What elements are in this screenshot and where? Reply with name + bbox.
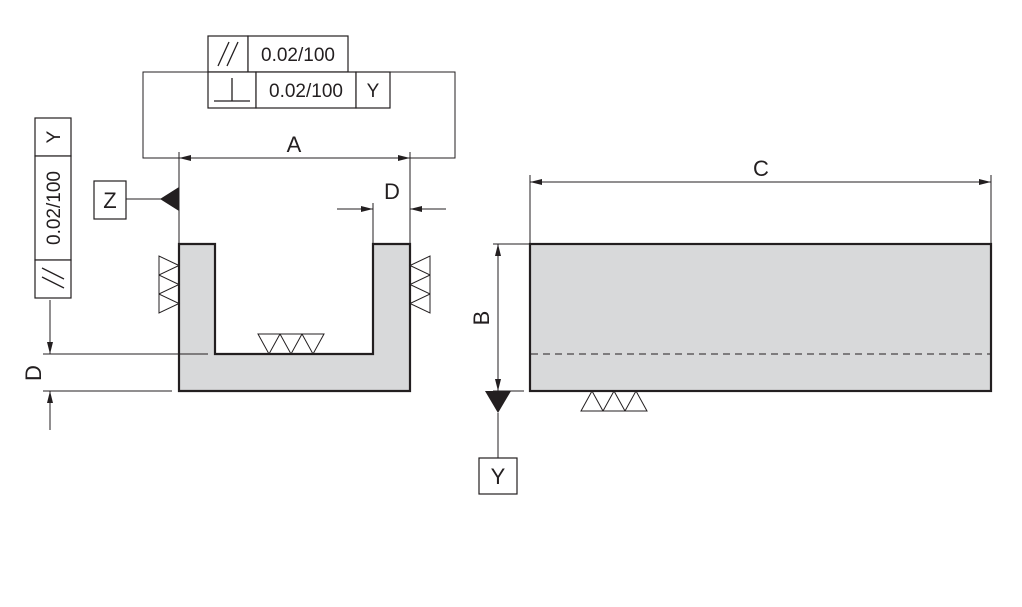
dimension-label-b: B (469, 311, 494, 326)
tolerance-frame-perpendicular-top: 0.02/100 Y (207, 71, 391, 109)
dimension-label-d-base: D (21, 365, 46, 381)
datum-y: Y (478, 391, 518, 495)
tolerance-datum-ref: Y (44, 130, 65, 143)
surface-finish-symbol-left (158, 255, 181, 314)
side-view: C B Y (469, 156, 993, 495)
tolerance-datum-ref: Y (367, 81, 380, 102)
parallelism-icon (226, 41, 239, 67)
datum-z-box (93, 180, 127, 220)
channel-side-profile (528, 242, 993, 393)
tolerance-value: 0.02/100 (44, 171, 65, 245)
front-view: A Z D D (21, 71, 456, 430)
datum-z-label: Z (103, 188, 116, 213)
tolerance-value: 0.02/100 (269, 81, 343, 102)
parallelism-icon (41, 276, 65, 289)
surface-finish-symbol-bottom (257, 333, 325, 356)
surface-finish-symbol-right (408, 255, 431, 314)
tolerance-value: 0.02/100 (261, 45, 335, 66)
datum-z-triangle (160, 187, 179, 211)
tolerance-frame-parallel-left: Y 0.02/100 (34, 117, 72, 299)
datum-y-triangle (485, 391, 511, 413)
datum-z: Z (93, 180, 179, 220)
dimension-label-c: C (753, 156, 769, 181)
dimension-label-d-wall: D (384, 179, 400, 204)
parallelism-icon (41, 267, 65, 280)
datum-y-label: Y (491, 464, 506, 489)
u-channel-section (177, 242, 412, 393)
dimension-label-a: A (287, 132, 302, 157)
parallelism-icon (217, 41, 230, 67)
datum-y-box (478, 457, 518, 495)
surface-finish-symbol-side (580, 389, 648, 412)
tolerance-frame-parallel-top: 0.02/100 (207, 35, 349, 73)
